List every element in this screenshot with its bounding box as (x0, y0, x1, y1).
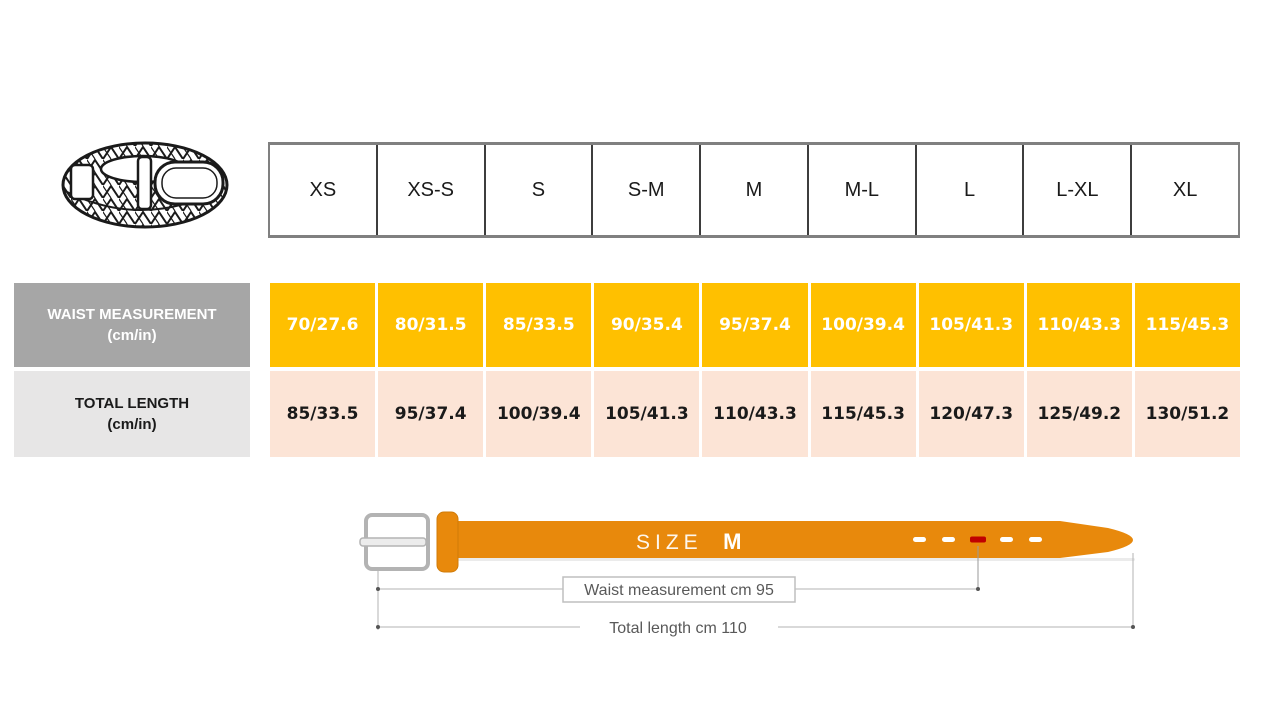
total-length-value: 95/37.4 (378, 371, 484, 457)
total-label-unit: (cm/in) (107, 416, 157, 433)
waist-value: 80/31.5 (378, 283, 484, 367)
size-column-xs-s: XS-S (378, 145, 486, 235)
waist-value: 105/41.3 (918, 283, 1024, 367)
size-column-l-xl: L-XL (1024, 145, 1133, 235)
waist-line-dot-right (976, 587, 980, 591)
waist-values-row: 70/27.6 80/31.5 85/33.5 90/35.4 95/37.4 … (270, 283, 1240, 367)
total-length-value: 110/43.3 (702, 371, 808, 457)
total-length-value: 105/41.3 (594, 371, 700, 457)
belt-measurement-diagram: SIZE M Waist measurement cm 95 Total len… (359, 511, 1135, 637)
belt-shadow (445, 558, 1135, 561)
size-column-l: L (917, 145, 1025, 235)
belt-hole (942, 537, 955, 542)
waist-line-dot-left (376, 587, 380, 591)
total-length-values-row: 85/33.5 95/37.4 100/39.4 105/41.3 110/43… (270, 371, 1240, 457)
size-column-s-m: S-M (593, 145, 702, 235)
waist-value: 85/33.5 (486, 283, 592, 367)
total-length-value: 115/45.3 (810, 371, 916, 457)
belt-hole-center-red (970, 536, 986, 543)
belt-loop (436, 511, 459, 573)
total-length-value: 125/49.2 (1026, 371, 1132, 457)
total-length-row-label: TOTAL LENGTH (cm/in) (14, 371, 250, 457)
size-header-row: XS XS-S S S-M M M-L L L-XL XL (268, 142, 1240, 238)
total-label-text: TOTAL LENGTH (74, 395, 190, 412)
braided-belt-icon (61, 141, 229, 229)
waist-label-text: WAIST MEASUREMENT (47, 306, 217, 323)
waist-value: 95/37.4 (702, 283, 808, 367)
size-column-xl: XL (1172, 178, 1198, 201)
belt-hole (913, 537, 926, 542)
total-length-value: 85/33.5 (270, 371, 376, 457)
waist-value: 115/45.3 (1134, 283, 1240, 367)
waist-note-box (562, 576, 796, 603)
total-note-text: Total length cm 110 (609, 620, 747, 637)
size-value: M (723, 529, 741, 554)
belt-strap (448, 521, 1133, 558)
size-column-m: M (701, 145, 809, 235)
buckle-prong (359, 537, 427, 547)
waist-value: 100/39.4 (810, 283, 916, 367)
total-line-dot-left (376, 625, 380, 629)
waist-note-text: Waist measurement cm 95 (584, 582, 774, 599)
belt-hole (1029, 537, 1042, 542)
total-line-dot-right (1131, 625, 1135, 629)
total-length-value: 120/47.3 (918, 371, 1024, 457)
size-column-m-l: M-L (809, 145, 917, 235)
size-word: SIZE (636, 531, 703, 554)
waist-measurement-row-label: WAIST MEASUREMENT (cm/in) (14, 283, 250, 367)
waist-value: 70/27.6 (270, 283, 376, 367)
waist-label-unit: (cm/in) (107, 327, 157, 344)
size-column-xs: XS (270, 145, 378, 235)
waist-value: 90/35.4 (594, 283, 700, 367)
size-column-s: S (486, 145, 594, 235)
belt-hole (1000, 537, 1013, 542)
waist-value: 110/43.3 (1026, 283, 1132, 367)
belt-size-text: SIZE M (636, 529, 741, 554)
total-length-value: 100/39.4 (486, 371, 592, 457)
total-length-value: 130/51.2 (1134, 371, 1240, 457)
